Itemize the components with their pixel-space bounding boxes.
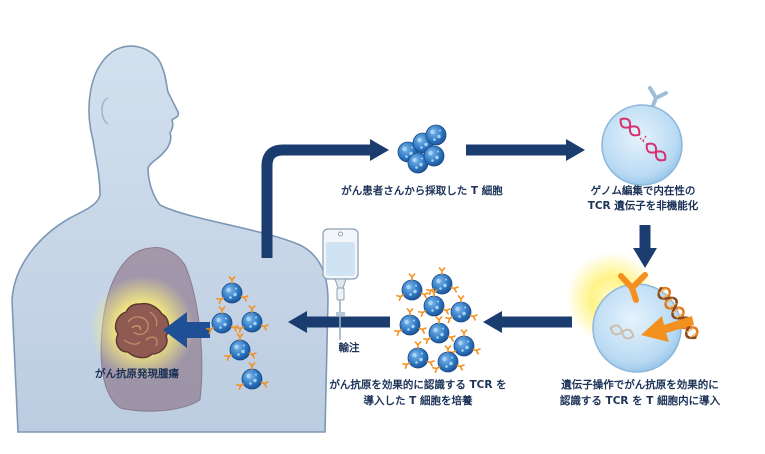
flow-arrow-edit: [466, 139, 585, 161]
t-cell: [423, 145, 445, 167]
t-cell: [424, 317, 455, 343]
flow-arrow-infuse: [288, 311, 390, 333]
culture-label-line2: 導入した T 細胞を培養: [364, 394, 473, 407]
flow-arrow-transfer: [633, 225, 657, 268]
t-cell: [397, 274, 428, 300]
ear: [101, 97, 109, 125]
gene-transfer-label-line1: 遺伝子操作でがん抗原を効果的に: [560, 378, 719, 391]
genome-edited-cell: [601, 86, 683, 186]
gene-transfer-label-line2: 認識する TCR を T 細胞内に導入: [560, 394, 721, 407]
tumor-label: がん抗原発現腫瘍: [95, 367, 179, 380]
culture-label-line1: がん抗原を効果的に認識する TCR を: [329, 378, 506, 391]
infusion-label: 輸注: [339, 341, 360, 354]
iv-bag-icon: [322, 228, 359, 340]
t-cell: [403, 342, 434, 368]
t-cell: [425, 124, 447, 146]
tcr-receptor-icon: [618, 272, 648, 303]
cultured-tcr-t-cells: [395, 268, 480, 372]
tcr-transduced-cell: [566, 252, 702, 373]
t-cell: [449, 330, 480, 356]
collected-t-cells: [397, 124, 447, 174]
attack-arrow: [163, 312, 210, 348]
genome-edit-label-line1: ゲノム編集で内在性の: [591, 184, 696, 197]
tumor: [114, 302, 170, 359]
flow-arrow-collect: [261, 139, 389, 258]
genome-edit-label-line2: TCR 遺伝子を非機能化: [588, 199, 699, 212]
collected-cells-label: がん患者さんから採取した T 細胞: [341, 184, 503, 197]
gene-insert-arrow: [641, 316, 694, 342]
endogenous-tcr-icon: [648, 86, 668, 110]
flow-arrow-culture: [483, 311, 572, 333]
